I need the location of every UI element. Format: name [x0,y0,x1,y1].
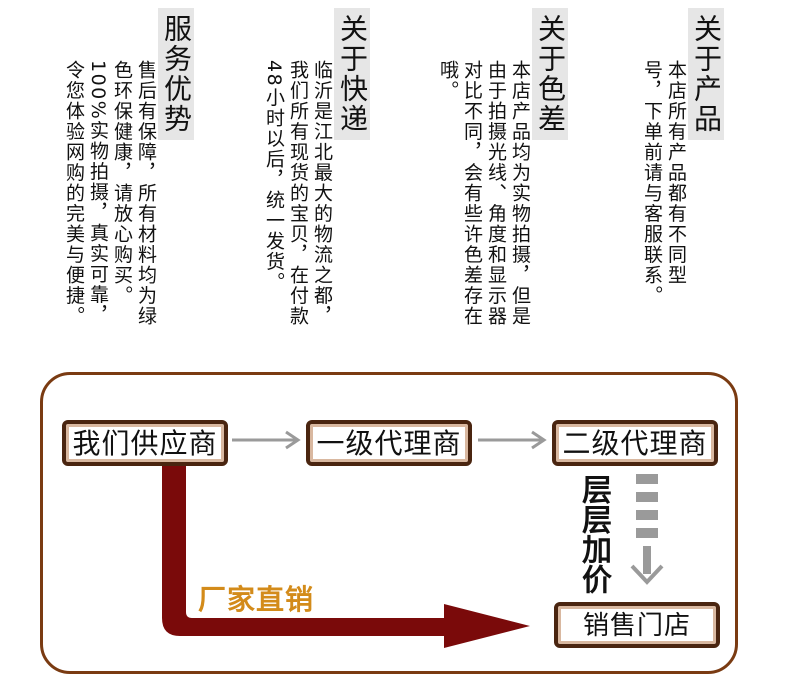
column-about-shipping: 关于快递 临沂是江北最大的物流之都，我们所有现货的宝贝，在付款48小时以后，统一… [262,0,370,330]
column-about-color-difference: 关于色差 本店产品均为实物拍摄，但是由于拍摄光线、角度和显示器对比不同，会有些许… [436,0,568,330]
column-body: 本店产品均为实物拍摄，但是由于拍摄光线、角度和显示器对比不同，会有些许色差存在哦… [437,60,531,327]
gray-arrow-1 [232,430,301,450]
level1-agent-box: 一级代理商 [306,420,472,466]
column-body: 售后有保障，所有材料均为绿色环保健康，请放心购买。100%实物拍摄，真实可靠，令… [63,60,157,327]
direct-sale-label: 厂家直销 [198,583,315,616]
flow-frame [40,372,738,674]
direct-sale-arrow-body [162,462,530,648]
column-about-product: 关于产品 本店所有产品都有不同型号，下单前请与客服联系。 [640,0,724,310]
supplier-box: 我们供应商 [62,420,228,466]
markup-down-arrow [636,474,658,574]
column-body: 临沂是江北最大的物流之都，我们所有现货的宝贝，在付款48小时以后，统一发货。 [263,60,333,327]
level2-agent-box: 二级代理商 [552,420,718,466]
column-title: 服务优势 [158,8,194,140]
column-title: 关于快递 [334,8,370,140]
markup-down-arrow-head [630,564,664,585]
column-title: 关于色差 [532,8,568,140]
markup-label: 层层加价 [576,474,611,594]
column-title: 关于产品 [688,8,724,140]
retail-store-box: 销售门店 [554,602,720,648]
column-service-advantage: 服务优势 售后有保障，所有材料均为绿色环保健康，请放心购买。100%实物拍摄，真… [62,0,194,330]
column-body: 本店所有产品都有不同型号，下单前请与客服联系。 [641,60,687,306]
gray-arrow-2 [478,430,547,450]
